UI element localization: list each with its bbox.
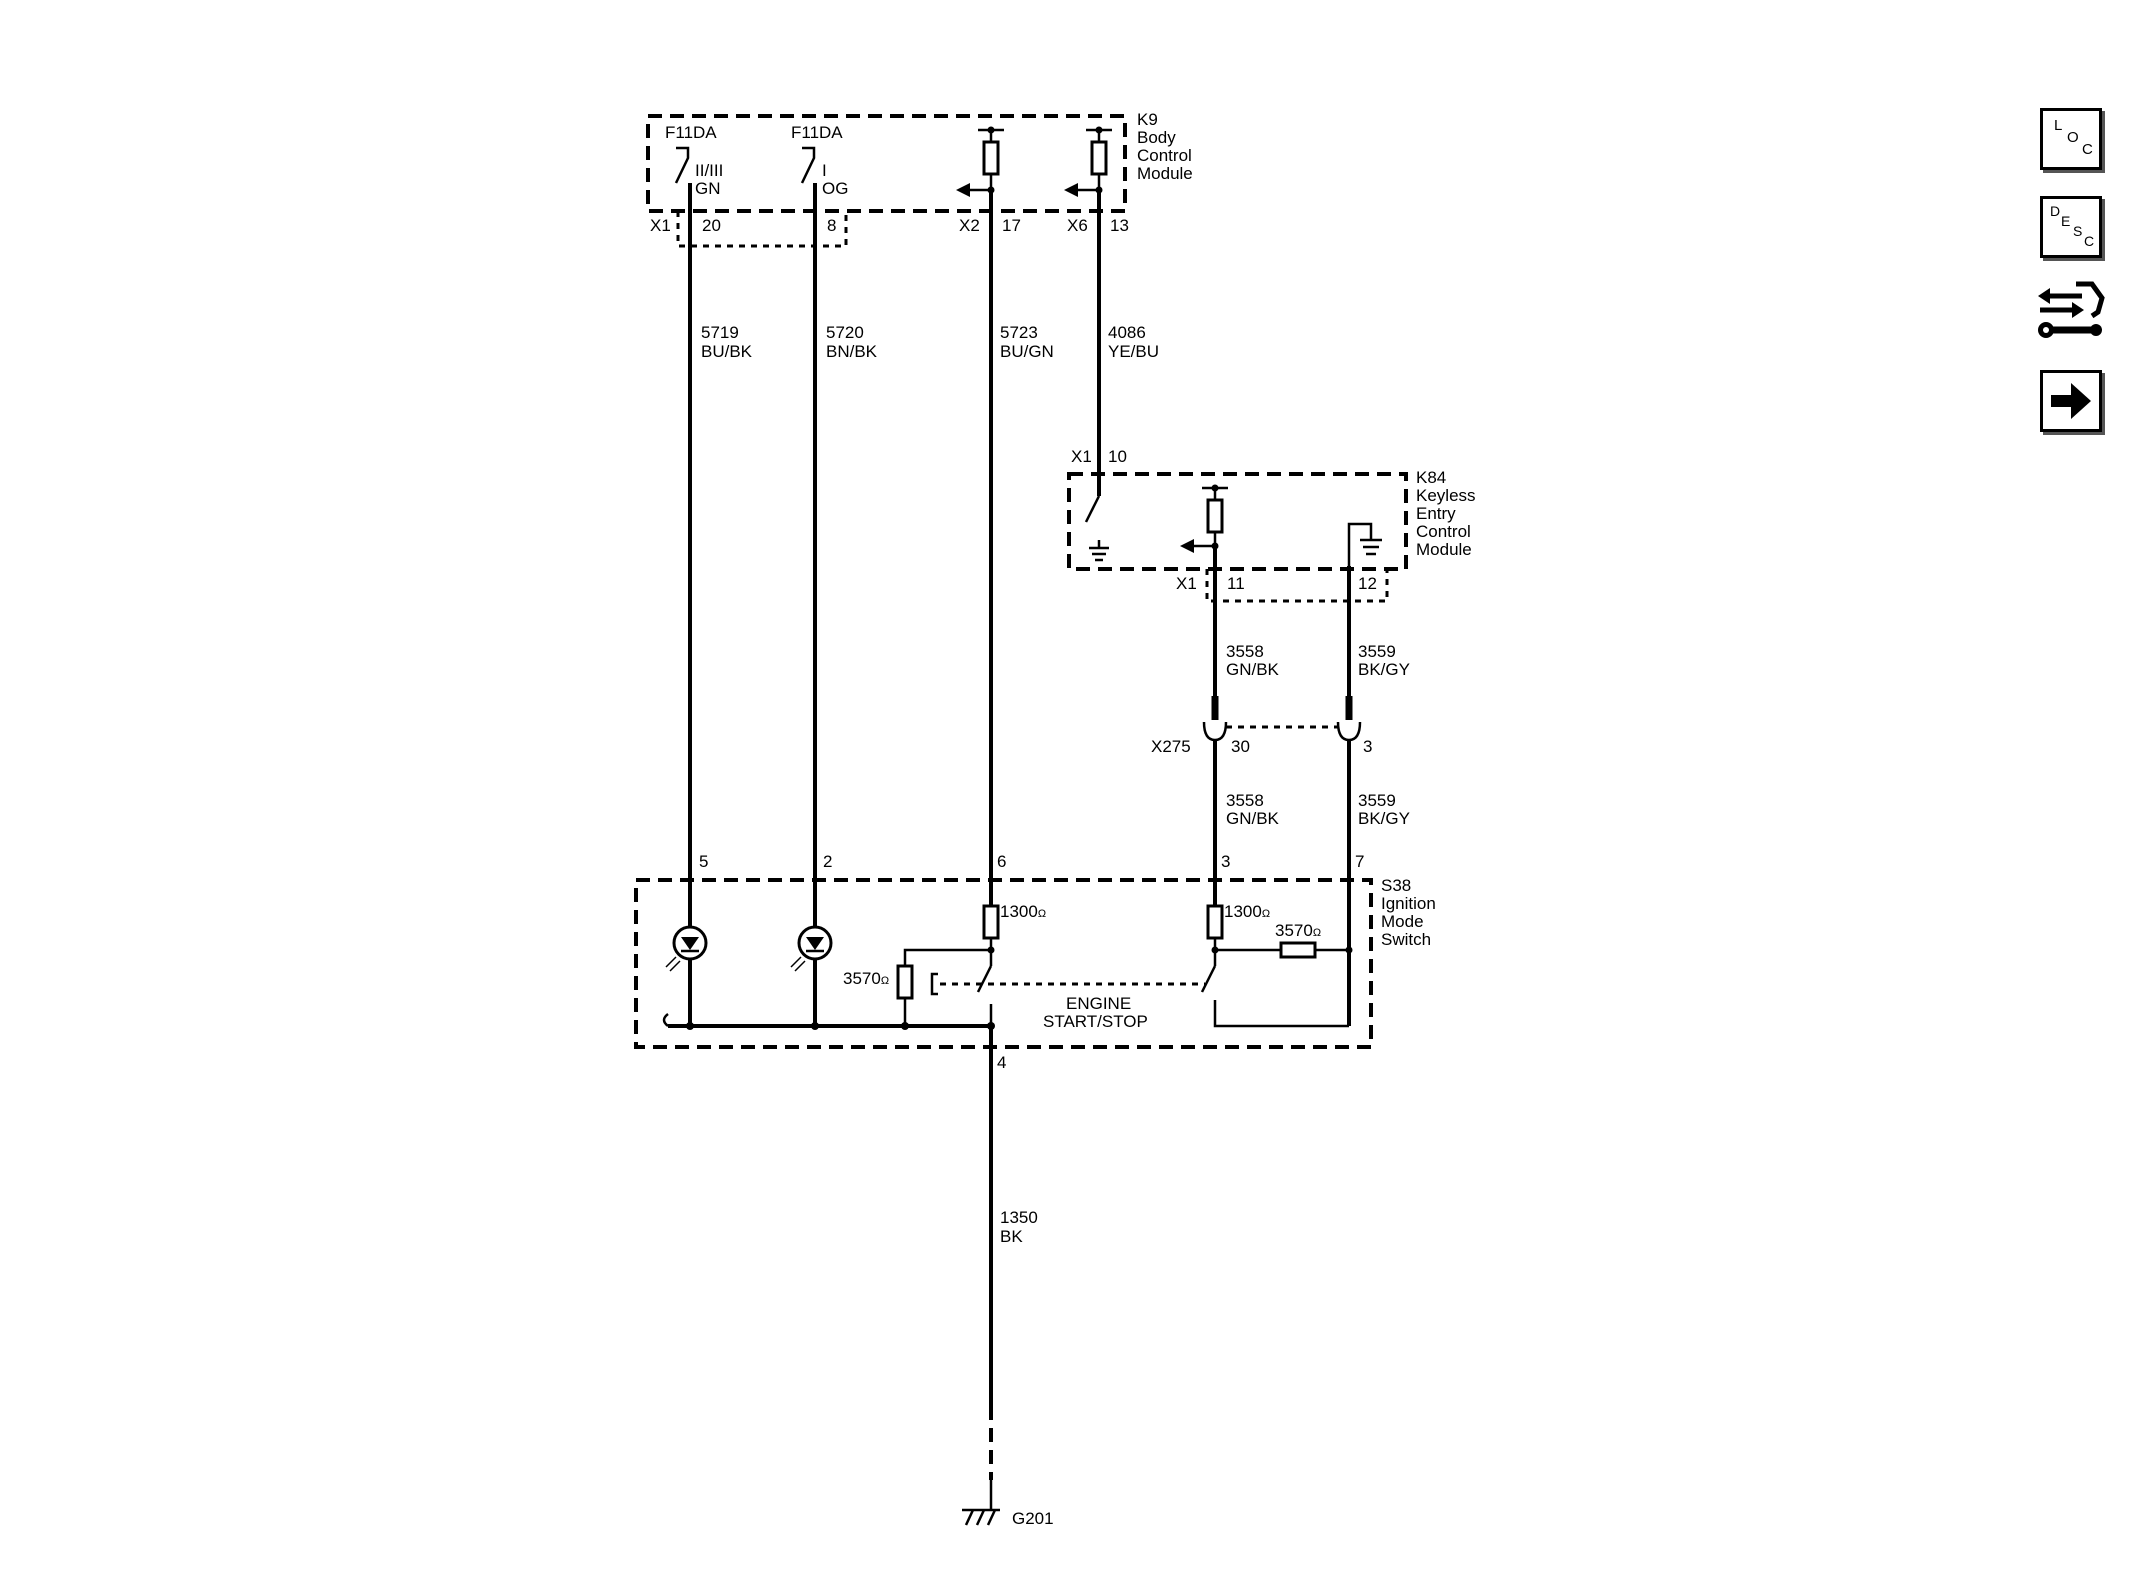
resistor-1300-right: 1300Ω xyxy=(1206,902,1270,940)
led-indicator-left xyxy=(665,925,708,972)
wire-3558-color-upper: GN/BK xyxy=(1226,660,1280,679)
wire-4086-color: YE/BU xyxy=(1108,342,1159,361)
s38-pin-6: 6 xyxy=(997,852,1006,871)
next-page-button[interactable] xyxy=(2040,370,2102,432)
input-color-left: GN xyxy=(695,179,721,198)
wire-5723-color: BU/GN xyxy=(1000,342,1054,361)
k84-pin-10: 10 xyxy=(1108,447,1127,466)
desc-letter-c: C xyxy=(2084,233,2095,249)
k9-pin-17: 17 xyxy=(1002,216,1021,235)
resistor-3570-right-value: 3570Ω xyxy=(1275,921,1321,940)
wire-5720-color: BN/BK xyxy=(826,342,878,361)
s38-name-line1: Ignition xyxy=(1381,894,1436,913)
k84-keyless-entry-module: X1 10 K84 Keyless Entry Control Module xyxy=(1067,447,1476,603)
ground-g201-label: G201 xyxy=(1012,1509,1054,1528)
x275-pin-3: 3 xyxy=(1363,737,1372,756)
input-color-right: OG xyxy=(822,179,848,198)
s38-pin-2: 2 xyxy=(823,852,832,871)
wire-3559-color-lower: BK/GY xyxy=(1358,809,1410,828)
loc-letter-l: L xyxy=(2054,117,2063,134)
wire-5723-circuit: 5723 xyxy=(1000,323,1038,342)
resistor-1300-left: 1300Ω xyxy=(982,902,1046,940)
k9-name-line2: Control xyxy=(1137,146,1192,165)
k84-name-line4: Module xyxy=(1416,540,1472,559)
input-label-right: I xyxy=(822,161,827,180)
k9-connector-x1: X1 xyxy=(650,216,671,235)
wire-3559-circuit-upper: 3559 xyxy=(1358,642,1396,661)
k9-pin-8: 8 xyxy=(827,216,836,235)
wire-4086-circuit: 4086 xyxy=(1108,323,1146,342)
k84-name-line1: Keyless xyxy=(1416,486,1476,505)
connector-service-icon[interactable] xyxy=(2036,276,2106,348)
k84-name-line3: Control xyxy=(1416,522,1471,541)
wire-3559-color-upper: BK/GY xyxy=(1358,660,1410,679)
s38-name-line3: Switch xyxy=(1381,930,1431,949)
s38-ignition-mode-switch: S38 Ignition Mode Switch 5 2 6 3 7 4 xyxy=(634,852,1436,1072)
wire-3558-color-lower: GN/BK xyxy=(1226,809,1280,828)
k84-connector-x1-top: X1 xyxy=(1071,447,1092,466)
k84-id: K84 xyxy=(1416,468,1446,487)
k9-pullup-x2 xyxy=(956,126,1004,197)
wire-3558-circuit-upper: 3558 xyxy=(1226,642,1264,661)
desc-letter-s: S xyxy=(2073,223,2083,239)
s38-pin-3: 3 xyxy=(1221,852,1230,871)
k84-pin-11: 11 xyxy=(1227,574,1245,593)
fuse-label-left: F11DA xyxy=(665,123,717,142)
resistor-3570-left: 3570Ω xyxy=(843,964,914,1000)
desc-letter-e: E xyxy=(2061,213,2071,229)
resistor-3570-right: 3570Ω xyxy=(1275,921,1321,959)
loc-letter-c: C xyxy=(2082,141,2093,158)
resistor-1300-right-value: 1300Ω xyxy=(1224,902,1270,921)
k9-input-ii-iii: F11DA II/III GN xyxy=(665,123,723,198)
led-indicator-right xyxy=(790,925,833,972)
k9-connector-x2: X2 xyxy=(959,216,980,235)
k9-input-i: F11DA I OG xyxy=(791,123,848,198)
s38-pin-5: 5 xyxy=(699,852,708,871)
wire-1350-circuit: 1350 xyxy=(1000,1208,1038,1227)
k9-id: K9 xyxy=(1137,110,1158,129)
s38-pin-4: 4 xyxy=(997,1053,1006,1072)
wire-1350-color: BK xyxy=(1000,1227,1023,1246)
k9-name-line1: Body xyxy=(1137,128,1176,147)
k84-connector-x1-bottom: X1 xyxy=(1176,574,1197,593)
k9-name-line3: Module xyxy=(1137,164,1193,183)
s38-name-line2: Mode xyxy=(1381,912,1424,931)
resistor-3570-left-value: 3570Ω xyxy=(843,969,889,988)
x275-id: X275 xyxy=(1151,737,1191,756)
arrow-right-icon xyxy=(2051,383,2091,419)
desc-letter-d: D xyxy=(2050,203,2061,219)
engine-switch-label-line1: ENGINE xyxy=(1066,994,1131,1013)
k9-connector-x6: X6 xyxy=(1067,216,1088,235)
k9-pin-13: 13 xyxy=(1110,216,1129,235)
x275-inline-connector: X275 30 3 xyxy=(1151,696,1372,756)
k9-pin-20: 20 xyxy=(702,216,721,235)
x275-pin-30: 30 xyxy=(1231,737,1250,756)
wires: 5719 BU/BK 5720 BN/BK 5723 BU/GN 4086 YE… xyxy=(688,183,1410,1480)
loc-letter-o: O xyxy=(2067,129,2079,146)
s38-pin-7: 7 xyxy=(1355,852,1364,871)
wire-5719-circuit: 5719 xyxy=(701,323,739,342)
input-label-left: II/III xyxy=(695,161,723,180)
k84-name-line2: Entry xyxy=(1416,504,1456,523)
engine-switch-label-line2: START/STOP xyxy=(1043,1012,1148,1031)
k9-body-control-module: K9 Body Control Module F11DA II/III GN F… xyxy=(646,110,1193,248)
fuse-label-right: F11DA xyxy=(791,123,843,142)
description-view-button[interactable]: D E S C xyxy=(2040,196,2102,258)
k84-pin-12: 12 xyxy=(1358,574,1377,593)
ground-g201: G201 xyxy=(962,1480,1054,1528)
location-view-button[interactable]: L O C xyxy=(2040,108,2102,170)
wire-3558-circuit-lower: 3558 xyxy=(1226,791,1264,810)
k84-pullup xyxy=(1180,484,1228,553)
connector-wrench-icon xyxy=(2038,281,2105,338)
k84-ground xyxy=(1347,522,1382,566)
wire-5719-color: BU/BK xyxy=(701,342,753,361)
k84-input-switch xyxy=(1084,495,1109,562)
wire-5720-circuit: 5720 xyxy=(826,323,864,342)
s38-id: S38 xyxy=(1381,876,1411,895)
resistor-1300-left-value: 1300Ω xyxy=(1000,902,1046,921)
k9-pullup-x6 xyxy=(1064,126,1112,197)
wire-3559-circuit-lower: 3559 xyxy=(1358,791,1396,810)
